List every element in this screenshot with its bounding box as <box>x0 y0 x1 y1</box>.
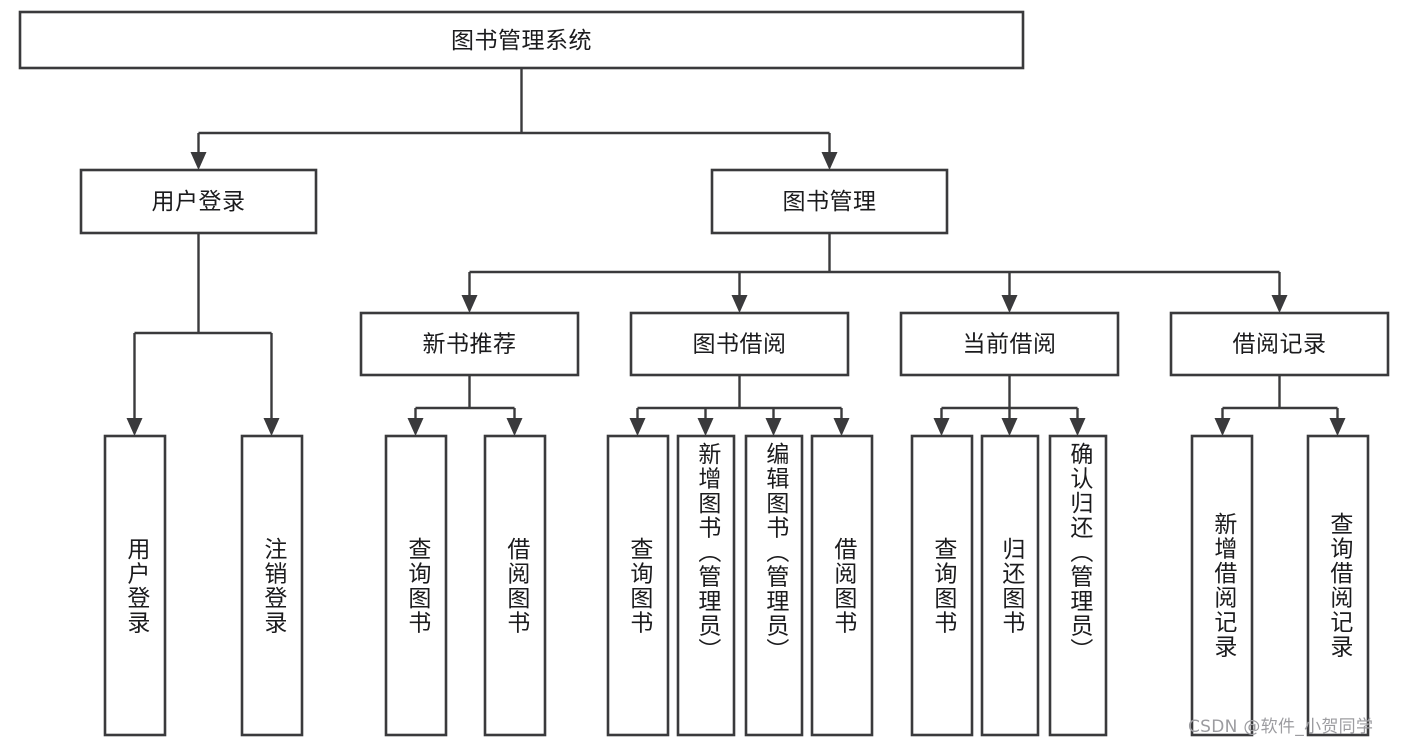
leaf-box-rec-query-record[interactable] <box>1306 434 1370 737</box>
leaf-label-rec-borrow: 借阅图书 <box>502 536 529 635</box>
leaf-box-rec-borrow[interactable] <box>483 434 547 737</box>
node-book-borrow-label: 图书借阅 <box>693 332 787 358</box>
leaf-rec-query-record[interactable]: 查询借阅记录 <box>1308 436 1368 735</box>
arrowhead-leaf-rec-query <box>407 418 424 436</box>
leaf-borrow-add[interactable]: 新增图书（管理员） <box>678 436 734 735</box>
arrowhead-leaf-user-logout <box>263 418 280 436</box>
arrowhead-leaf-user-login <box>126 418 143 436</box>
node-new-book-rec-box[interactable] <box>359 311 580 377</box>
leaf-borrow-query[interactable]: 查询图书 <box>608 436 668 735</box>
arrowhead-currentborrow <box>1001 295 1018 313</box>
leaf-rec-query[interactable]: 查询图书 <box>386 436 446 735</box>
leaf-label-borrow-edit: 编辑图书（管理员） <box>761 442 788 663</box>
arrowhead-bookborrow <box>731 295 748 313</box>
arrowhead-borrowrecord <box>1271 295 1288 313</box>
leaf-label-borrow-add: 新增图书（管理员） <box>693 442 720 663</box>
node-current-borrow-box[interactable] <box>899 311 1120 377</box>
arrowhead-leaf-cur-query <box>933 418 950 436</box>
arrowhead-leaf-borrow-lend <box>833 418 850 436</box>
arrowhead-leaf-cur-return <box>1001 418 1018 436</box>
leaf-rec-borrow[interactable]: 借阅图书 <box>485 436 545 735</box>
csdn-watermark: CSDN @软件_小贺同学 <box>1188 717 1374 737</box>
leaf-box-cur-query[interactable] <box>910 434 974 737</box>
leaf-label-rec-query: 查询图书 <box>403 536 430 635</box>
node-book-manage-label: 图书管理 <box>783 189 877 215</box>
leaf-cur-return[interactable]: 归还图书 <box>982 436 1038 735</box>
node-new-book-rec-label: 新书推荐 <box>423 332 517 358</box>
leaf-box-borrow-query[interactable] <box>606 434 670 737</box>
labels-layer: 图书管理系统 用户登录 图书管理 新书推荐 图书借阅 当前借阅 借阅记录 <box>152 28 1327 358</box>
node-root-box[interactable] <box>18 10 1025 70</box>
arrowhead-newbookrec <box>461 295 478 313</box>
arrowhead-leaf-borrow-edit <box>765 418 782 436</box>
node-book-borrow-box[interactable] <box>629 311 850 377</box>
nodes-layer <box>18 10 1390 737</box>
leaf-box-user-login[interactable] <box>103 434 167 737</box>
leaf-box-borrow-add[interactable] <box>676 434 736 737</box>
leaf-cur-query[interactable]: 查询图书 <box>912 436 972 735</box>
arrowhead-leaf-cur-confirm <box>1069 418 1086 436</box>
node-book-manage-box[interactable] <box>710 168 949 235</box>
arrowhead-leaf-borrow-query <box>629 418 646 436</box>
leaf-label-cur-confirm: 确认归还（管理员） <box>1065 442 1092 663</box>
leaf-box-cur-return[interactable] <box>980 434 1040 737</box>
leaf-box-borrow-lend[interactable] <box>810 434 874 737</box>
arrowhead-leaf-borrow-add <box>697 418 714 436</box>
leaf-label-user-logout: 注销登录 <box>259 536 286 635</box>
node-current-borrow-label: 当前借阅 <box>963 332 1057 358</box>
node-user-login-label: 用户登录 <box>152 189 246 215</box>
leaf-box-rec-query[interactable] <box>384 434 448 737</box>
leaf-label-rec-query-record: 查询借阅记录 <box>1325 512 1352 659</box>
arrowhead-leaf-rec-add <box>1214 418 1231 436</box>
node-root-label: 图书管理系统 <box>451 28 592 54</box>
leaf-box-rec-add[interactable] <box>1190 434 1254 737</box>
leaf-label-cur-query: 查询图书 <box>929 536 956 635</box>
arrowhead-userlogin <box>190 152 207 170</box>
leaf-box-cur-confirm[interactable] <box>1048 434 1108 737</box>
arrowhead-leaf-rec-borrow <box>506 418 523 436</box>
leaf-user-login[interactable]: 用户登录 <box>105 436 165 735</box>
leaf-box-user-logout[interactable] <box>240 434 304 737</box>
leaf-cur-confirm[interactable]: 确认归还（管理员） <box>1050 436 1106 735</box>
arrowhead-bookmanage <box>821 152 838 170</box>
node-borrow-record-box[interactable] <box>1169 311 1390 377</box>
node-user-login-box[interactable] <box>79 168 318 235</box>
leaf-box-borrow-edit[interactable] <box>744 434 804 737</box>
arrowhead-leaf-rec-query-record <box>1329 418 1346 436</box>
leaf-borrow-lend[interactable]: 借阅图书 <box>812 436 872 735</box>
leaf-rec-add[interactable]: 新增借阅记录 <box>1192 436 1252 735</box>
node-borrow-record-label: 借阅记录 <box>1233 332 1327 358</box>
leaf-label-cur-return: 归还图书 <box>997 536 1024 635</box>
leaf-label-borrow-query: 查询图书 <box>625 536 652 635</box>
edges-layer <box>126 68 1346 436</box>
leaf-label-rec-add: 新增借阅记录 <box>1209 512 1236 659</box>
leaf-user-logout[interactable]: 注销登录 <box>242 436 302 735</box>
leaf-borrow-edit[interactable]: 编辑图书（管理员） <box>746 436 802 735</box>
leaf-label-borrow-lend: 借阅图书 <box>829 536 856 635</box>
leaf-label-user-login: 用户登录 <box>122 536 149 635</box>
